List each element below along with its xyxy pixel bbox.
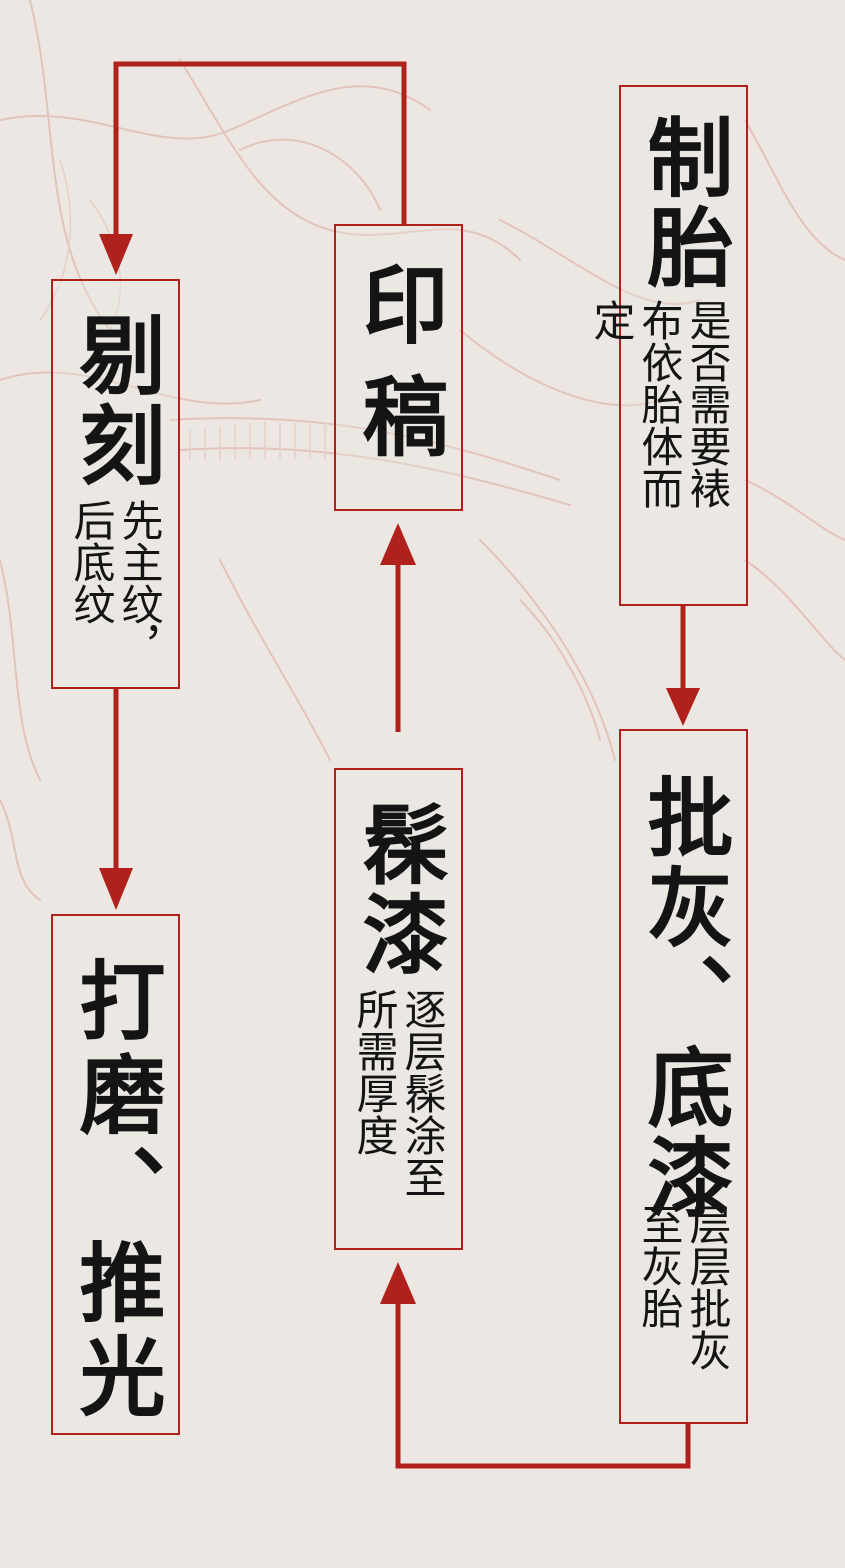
step-tike-note: 先主纹，后底纹 (67, 499, 163, 667)
arrowhead-yingao (380, 523, 416, 565)
step-xiuqi-title: 髹漆 (354, 800, 440, 980)
step-xiuqi: 髹漆 逐层髹涂至所需厚度 (334, 768, 463, 1250)
step-xiuqi-note: 逐层髹涂至所需厚度 (350, 988, 446, 1228)
step-pihui-title: 批灰、底漆 (639, 773, 725, 1223)
step-damo-title: 打磨、推光 (71, 956, 157, 1426)
step-pihui: 批灰、底漆 层层批灰至灰胎 (619, 729, 748, 1424)
step-yingao-title: 印稿 (354, 260, 440, 484)
step-pihui-note: 层层批灰至灰胎 (635, 1203, 731, 1403)
arrowhead-xiuqi (380, 1262, 416, 1304)
step-zhitai-note: 是否需要裱布依胎体而定 (635, 299, 731, 549)
arrowhead-tike (99, 234, 133, 275)
arrowhead-damo (99, 868, 133, 910)
arrowhead-pihui (666, 688, 700, 726)
step-zhitai: 制胎 是否需要裱布依胎体而定 (619, 85, 748, 606)
step-tike: 剔刻 先主纹，后底纹 (51, 279, 180, 689)
arrow-yingao-to-tike (116, 64, 404, 235)
step-zhitai-title: 制胎 (639, 113, 725, 293)
step-tike-title: 剔刻 (71, 311, 157, 491)
step-yingao: 印稿 (334, 224, 463, 511)
step-damo: 打磨、推光 (51, 914, 180, 1435)
